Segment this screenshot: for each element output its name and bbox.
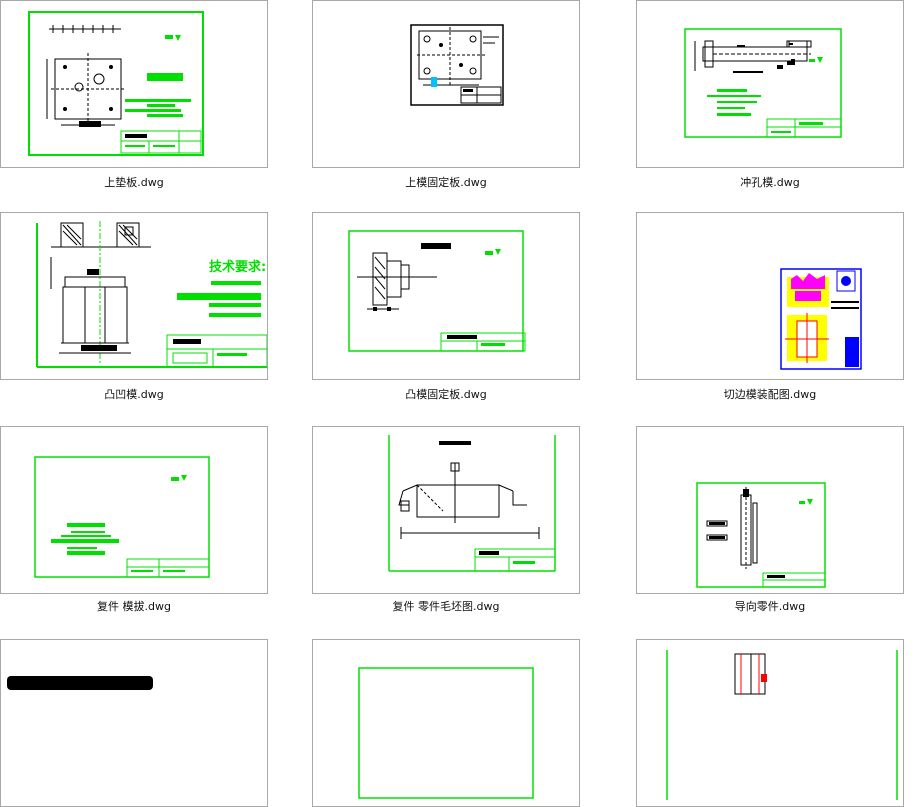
dwg-preview	[696, 482, 826, 588]
thumbnail-punching-die[interactable]	[636, 0, 904, 168]
thumbnail-trimming-die-assembly[interactable]	[636, 212, 904, 380]
thumbnail-convex-concave-die[interactable]: 技术要求:	[0, 212, 268, 380]
file-caption: 冲孔模.dwg	[740, 176, 800, 189]
dwg-preview	[666, 650, 898, 800]
thumbnail-punch-fixing-plate[interactable]	[312, 212, 580, 380]
thumbnail-file-12[interactable]	[636, 639, 904, 807]
dwg-preview	[358, 667, 534, 799]
file-caption: 凸模固定板.dwg	[405, 388, 487, 401]
file-caption: 上垫板.dwg	[104, 176, 164, 189]
thumbnail-copy-part-blank-drawing[interactable]	[312, 426, 580, 594]
dwg-preview	[684, 28, 842, 138]
thumbnail-upper-backing-plate[interactable]	[0, 0, 268, 168]
file-caption: 切边模装配图.dwg	[723, 388, 817, 401]
dwg-preview	[388, 435, 556, 572]
dwg-preview: 技术要求:	[36, 221, 267, 368]
file-caption: 复件 零件毛坯图.dwg	[392, 600, 500, 613]
thumbnail-upper-die-fixing-plate[interactable]	[312, 0, 580, 168]
tech-requirements-heading: 技术要求:	[209, 259, 266, 275]
dwg-preview	[410, 24, 504, 106]
thumbnail-guide-parts[interactable]	[636, 426, 904, 594]
file-caption: 上模固定板.dwg	[405, 176, 487, 189]
file-caption: 凸凹模.dwg	[104, 388, 164, 401]
dwg-preview	[7, 676, 153, 690]
file-caption: 复件 模拔.dwg	[97, 600, 171, 613]
dwg-preview	[780, 268, 862, 370]
dwg-preview	[34, 456, 210, 578]
file-caption: 导向零件.dwg	[734, 600, 806, 613]
dwg-preview	[28, 11, 204, 156]
dwg-preview	[348, 230, 526, 352]
thumbnail-file-10[interactable]	[0, 639, 268, 807]
thumbnail-copy-die-drawing[interactable]	[0, 426, 268, 594]
thumbnail-file-11[interactable]	[312, 639, 580, 807]
